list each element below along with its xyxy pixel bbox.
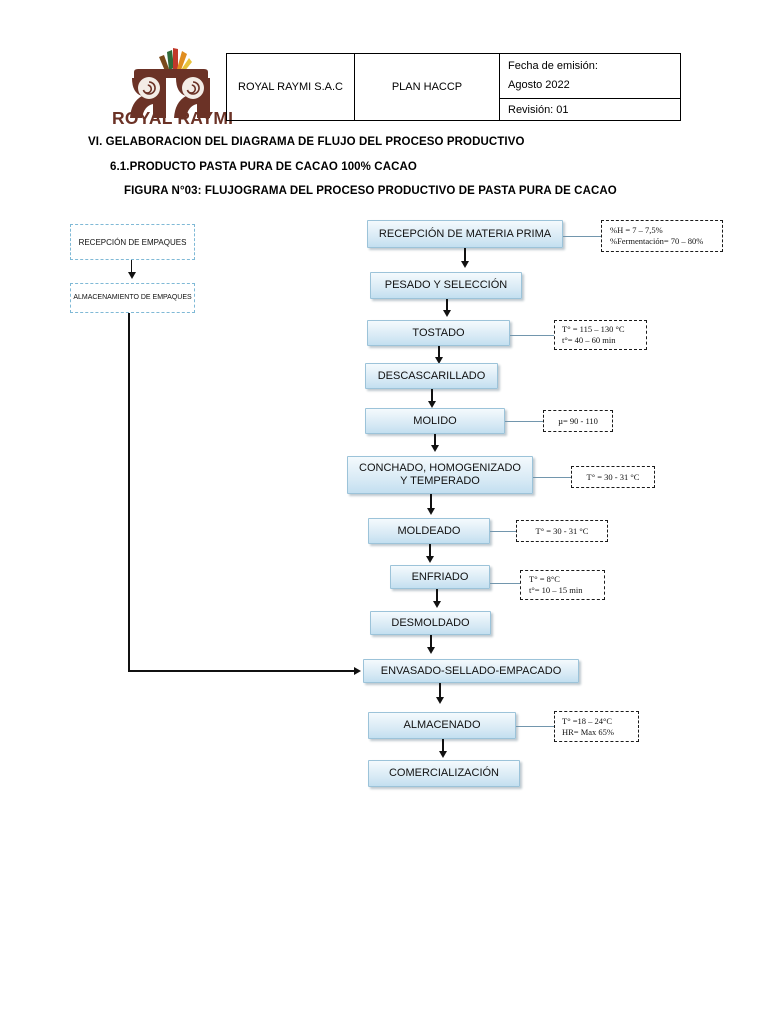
note-enfriado-line1: T° = 8°C: [529, 574, 560, 584]
arrow-4: [427, 401, 436, 408]
node-molido[interactable]: MOLIDO: [365, 408, 505, 434]
note-almacenado[interactable]: T° =18 – 24°C HR= Max 65%: [554, 711, 639, 742]
note-recepcion-line1: %H = 7 – 7,5%: [610, 225, 663, 235]
royal-raymi-logo: ROYAL RAYMI: [112, 48, 234, 126]
section-title-producto: 6.1.PRODUCTO PASTA PURA DE CACAO 100% CA…: [110, 161, 417, 173]
note-almacenado-line2: HR= Max 65%: [562, 726, 615, 737]
note-almacenado-line1: T° =18 – 24°C: [562, 715, 613, 726]
note-recepcion-materia-prima[interactable]: %H = 7 – 7,5% %Fermentación= 70 – 80%: [601, 220, 723, 252]
connector-7: [429, 544, 431, 558]
node-comercializacion-label: COMERCIALIZACIÓN: [388, 767, 499, 779]
connector-empaques-long-vertical: [128, 313, 130, 671]
header-emission-cell: Fecha de emisión: Agosto 2022: [499, 53, 681, 99]
node-pesado-seleccion-label: PESADO Y SELECCIÓN: [384, 279, 508, 291]
leader-recepcion: [563, 236, 603, 237]
node-envasado[interactable]: ENVASADO-SELLADO-EMPACADO: [363, 659, 579, 683]
node-moldeado-label: MOLDEADO: [397, 524, 461, 537]
note-recepcion-line2: %Fermentación= 70 – 80%: [610, 236, 704, 246]
section-title-vi: VI. GELABORACION DEL DIAGRAMA DE FLUJO D…: [88, 136, 525, 148]
connector-10: [439, 683, 441, 699]
node-conchado-label-line2: Y TEMPERADO: [400, 475, 480, 487]
note-moldeado-line1: T° = 30 - 31 °C: [535, 525, 589, 536]
leader-tostado: [510, 335, 556, 336]
node-enfriado-label: ENFRIADO: [411, 570, 469, 583]
note-moldeado[interactable]: T° = 30 - 31 °C: [516, 520, 608, 542]
leader-enfriado: [490, 583, 522, 584]
arrow-7: [425, 556, 434, 563]
arrow-6: [426, 508, 435, 515]
node-tostado-label: TOSTADO: [412, 326, 465, 339]
header-company-cell: ROYAL RAYMI S.A.C: [226, 53, 355, 121]
connector-6: [430, 494, 432, 510]
node-almacenado[interactable]: ALMACENADO: [368, 712, 516, 739]
connector-4: [431, 389, 433, 403]
leader-almacenado: [516, 726, 556, 727]
svg-text:ROYAL RAYMI: ROYAL RAYMI: [112, 108, 233, 126]
arrow-3: [434, 357, 443, 364]
sidebox-almacenamiento-empaques-label: ALMACENAMIENTO DE EMPAQUES: [73, 294, 192, 302]
note-tostado[interactable]: T° = 115 – 130 °C t°= 40 – 60 min: [554, 320, 647, 350]
node-pesado-seleccion[interactable]: PESADO Y SELECCIÓN: [370, 272, 522, 299]
note-enfriado-line2: t°= 10 – 15 min: [529, 585, 583, 595]
node-tostado[interactable]: TOSTADO: [367, 320, 510, 346]
arrow-empaques-into-envasado: [354, 666, 361, 675]
connector-3: [438, 346, 440, 359]
leader-conchado: [533, 477, 573, 478]
connector-empaques-horizontal: [128, 670, 355, 672]
node-molido-label: MOLIDO: [413, 414, 457, 427]
node-recepcion-materia-prima-label: RECEPCIÓN DE MATERIA PRIMA: [378, 227, 552, 240]
note-tostado-line2: t°= 40 – 60 min: [562, 335, 616, 345]
emission-date: Agosto 2022: [508, 79, 570, 91]
node-enfriado[interactable]: ENFRIADO: [390, 565, 490, 589]
note-conchado-line1: T° = 30 - 31 °C: [586, 471, 640, 482]
node-descascarillado[interactable]: DESCASCARILLADO: [365, 363, 498, 389]
arrow-11: [438, 751, 447, 758]
connector-2: [446, 299, 448, 312]
node-conchado-label-line1: CONCHADO, HOMOGENIZADO: [359, 462, 521, 474]
header-plan-cell: PLAN HACCP: [354, 53, 500, 121]
sidebox-recepcion-empaques[interactable]: RECEPCIÓN DE EMPAQUES: [70, 224, 195, 260]
emission-label: Fecha de emisión:: [508, 60, 598, 72]
node-descascarillado-label: DESCASCARILLADO: [377, 369, 486, 382]
connector-8: [436, 589, 438, 603]
arrow-empaques-down: [127, 272, 136, 279]
node-envasado-label: ENVASADO-SELLADO-EMPACADO: [380, 664, 562, 677]
connector-5: [434, 434, 436, 447]
connector-9: [430, 635, 432, 649]
note-conchado[interactable]: T° = 30 - 31 °C: [571, 466, 655, 488]
leader-moldeado: [490, 531, 518, 532]
connector-1: [464, 248, 466, 263]
node-comercializacion[interactable]: COMERCIALIZACIÓN: [368, 760, 520, 787]
leader-molido: [505, 421, 545, 422]
note-molido[interactable]: µ= 90 - 110: [543, 410, 613, 432]
node-almacenado-label: ALMACENADO: [403, 719, 481, 731]
connector-empaques-vertical: [131, 260, 133, 275]
arrow-5: [430, 445, 439, 452]
node-recepcion-materia-prima[interactable]: RECEPCIÓN DE MATERIA PRIMA: [367, 220, 563, 248]
node-desmoldado[interactable]: DESMOLDADO: [370, 611, 491, 635]
note-enfriado[interactable]: T° = 8°C t°= 10 – 15 min: [520, 570, 605, 600]
sidebox-almacenamiento-empaques[interactable]: ALMACENAMIENTO DE EMPAQUES: [70, 283, 195, 313]
arrow-9: [426, 647, 435, 654]
node-conchado[interactable]: CONCHADO, HOMOGENIZADO Y TEMPERADO: [347, 456, 533, 494]
arrow-2: [442, 310, 451, 317]
node-moldeado[interactable]: MOLDEADO: [368, 518, 490, 544]
note-molido-line1: µ= 90 - 110: [558, 415, 598, 426]
arrow-1: [460, 261, 469, 268]
arrow-10: [435, 697, 444, 704]
connector-11: [442, 739, 444, 753]
sidebox-recepcion-empaques-label: RECEPCIÓN DE EMPAQUES: [78, 237, 187, 247]
header-revision-cell: Revisión: 01: [499, 98, 681, 121]
note-tostado-line1: T° = 115 – 130 °C: [562, 324, 625, 334]
arrow-8: [432, 601, 441, 608]
section-title-figura: FIGURA N°03: FLUJOGRAMA DEL PROCESO PROD…: [124, 185, 617, 197]
node-desmoldado-label: DESMOLDADO: [391, 616, 470, 629]
document-header-table: ROYAL RAYMI S.A.C PLAN HACCP Fecha de em…: [226, 53, 681, 121]
